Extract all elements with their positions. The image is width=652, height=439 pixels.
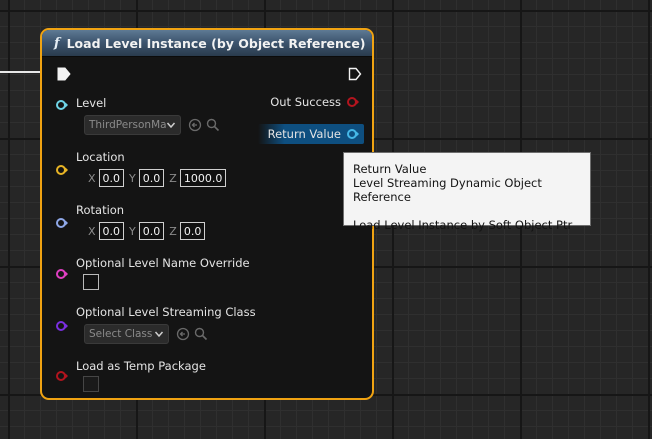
x-axis-label: X bbox=[88, 171, 96, 185]
vector-pin-icon[interactable] bbox=[55, 163, 69, 177]
object-pin-icon[interactable] bbox=[346, 128, 360, 140]
streaming-class-picker[interactable]: Select Class bbox=[84, 324, 169, 344]
rotation-y-input[interactable]: 0.0 bbox=[138, 222, 165, 240]
level-label: Level bbox=[76, 96, 107, 110]
blueprint-node[interactable]: f Load Level Instance (by Object Referen… bbox=[40, 28, 374, 400]
soft-object-pin-icon[interactable] bbox=[55, 98, 69, 112]
name-override-checkbox[interactable] bbox=[83, 274, 99, 290]
class-picker-value: Select Class bbox=[89, 328, 153, 340]
location-x-input[interactable]: 0.0 bbox=[98, 169, 125, 187]
class-pin-icon[interactable] bbox=[55, 319, 69, 333]
rotation-fields: X 0.0 Y 0.0 Z 0.0 bbox=[88, 222, 210, 240]
temp-package-label: Load as Temp Package bbox=[76, 359, 206, 373]
chevron-down-icon bbox=[154, 331, 164, 338]
z-axis-label: Z bbox=[169, 171, 177, 185]
location-z-input[interactable]: 1000.0 bbox=[179, 169, 227, 187]
boolean-pin-icon[interactable] bbox=[346, 96, 360, 108]
out-success-row[interactable]: Out Success bbox=[270, 95, 360, 109]
pin-tooltip: Return Value Level Streaming Dynamic Obj… bbox=[343, 152, 591, 232]
use-selected-icon[interactable] bbox=[188, 118, 202, 132]
tooltip-description: Load Level Instance by Soft Object Ptr bbox=[353, 218, 573, 232]
tooltip-pin-name: Return Value bbox=[353, 162, 427, 176]
z-axis-label: Z bbox=[169, 224, 177, 238]
name-override-label: Optional Level Name Override bbox=[76, 256, 250, 270]
use-selected-icon[interactable] bbox=[176, 327, 190, 341]
function-icon: f bbox=[54, 35, 60, 51]
node-header[interactable]: f Load Level Instance (by Object Referen… bbox=[42, 30, 372, 57]
exec-out-pin-icon[interactable] bbox=[348, 67, 362, 81]
location-y-input[interactable]: 0.0 bbox=[138, 169, 165, 187]
y-axis-label: Y bbox=[129, 224, 136, 238]
chevron-down-icon bbox=[166, 122, 176, 129]
y-axis-label: Y bbox=[129, 171, 136, 185]
level-asset-picker[interactable]: ThirdPersonMa bbox=[84, 115, 181, 135]
tooltip-pin-type: Level Streaming Dynamic Object Reference bbox=[353, 176, 542, 204]
location-fields: X 0.0 Y 0.0 Z 1000.0 bbox=[88, 169, 231, 187]
x-axis-label: X bbox=[88, 224, 96, 238]
browse-search-icon[interactable] bbox=[206, 118, 220, 132]
location-label: Location bbox=[76, 150, 125, 164]
rotation-label: Rotation bbox=[76, 203, 125, 217]
out-success-label: Out Success bbox=[270, 95, 341, 109]
boolean-pin-icon[interactable] bbox=[55, 369, 69, 383]
rotation-x-input[interactable]: 0.0 bbox=[98, 222, 125, 240]
return-value-label: Return Value bbox=[267, 127, 341, 141]
rotation-z-input[interactable]: 0.0 bbox=[179, 222, 206, 240]
streaming-class-label: Optional Level Streaming Class bbox=[76, 305, 256, 319]
string-pin-icon[interactable] bbox=[55, 267, 69, 281]
level-picker-value: ThirdPersonMa bbox=[89, 119, 167, 131]
return-value-row[interactable]: Return Value bbox=[257, 124, 364, 144]
node-title: Load Level Instance (by Object Reference… bbox=[66, 35, 366, 51]
exec-wire bbox=[0, 71, 46, 73]
rotator-pin-icon[interactable] bbox=[55, 216, 69, 230]
browse-search-icon[interactable] bbox=[194, 327, 208, 341]
exec-in-pin-icon[interactable] bbox=[57, 67, 71, 81]
temp-package-checkbox[interactable] bbox=[83, 376, 99, 392]
